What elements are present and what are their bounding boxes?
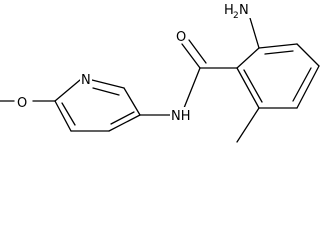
bond-benzene-4 xyxy=(296,65,320,109)
pyridine-n-text: N xyxy=(81,73,91,88)
bond-pyridine-3 xyxy=(54,79,81,102)
amide-nh-label: NH xyxy=(170,107,192,124)
bond-pyridine-2 xyxy=(91,79,125,89)
amino-h-count-label: 2 xyxy=(233,11,239,21)
bond-layer xyxy=(0,17,320,143)
methoxy-o-text: O xyxy=(17,96,27,111)
carbonyl-o-text: O xyxy=(176,30,186,45)
amino-h-label: H xyxy=(224,3,234,18)
bond-benzene-inner-2 xyxy=(292,67,312,102)
bond-carbonyl-o-1 xyxy=(181,43,201,69)
bond-benzene-6 xyxy=(236,67,260,109)
amino-n-label: N xyxy=(239,3,249,18)
bond-benzene-2 xyxy=(258,43,298,49)
bond-methyl xyxy=(236,107,260,143)
bond-amino xyxy=(249,17,260,49)
bond-pyridine-6 xyxy=(108,114,141,132)
pyridine-nitrogen-label: N xyxy=(80,71,92,88)
bond-pyridine-inner-3 xyxy=(110,111,135,125)
bond-amide-n xyxy=(183,67,201,109)
structure-canvas: H 2 N O NH N O xyxy=(0,1,320,143)
amide-nh-text: NH xyxy=(171,109,191,124)
carbonyl-oxygen-label: O xyxy=(175,28,188,45)
bond-benzene-inner-3 xyxy=(243,69,263,103)
bond-pyridine-1 xyxy=(123,87,141,116)
bond-carbonyl-o-2 xyxy=(188,39,207,64)
bond-benzene-3 xyxy=(296,43,320,67)
bond-pyridine-inner-1 xyxy=(92,87,120,96)
amino-group-label: H 2 N xyxy=(223,1,253,21)
bond-pyridine-inner-2 xyxy=(61,102,76,126)
bond-benzene-1 xyxy=(236,47,260,69)
methoxy-oxygen-label: O xyxy=(16,94,29,111)
atom-label-layer: H 2 N O NH N O xyxy=(16,1,253,124)
bond-pyridine-4 xyxy=(54,100,72,132)
bond-benzene-inner-1 xyxy=(264,50,294,55)
